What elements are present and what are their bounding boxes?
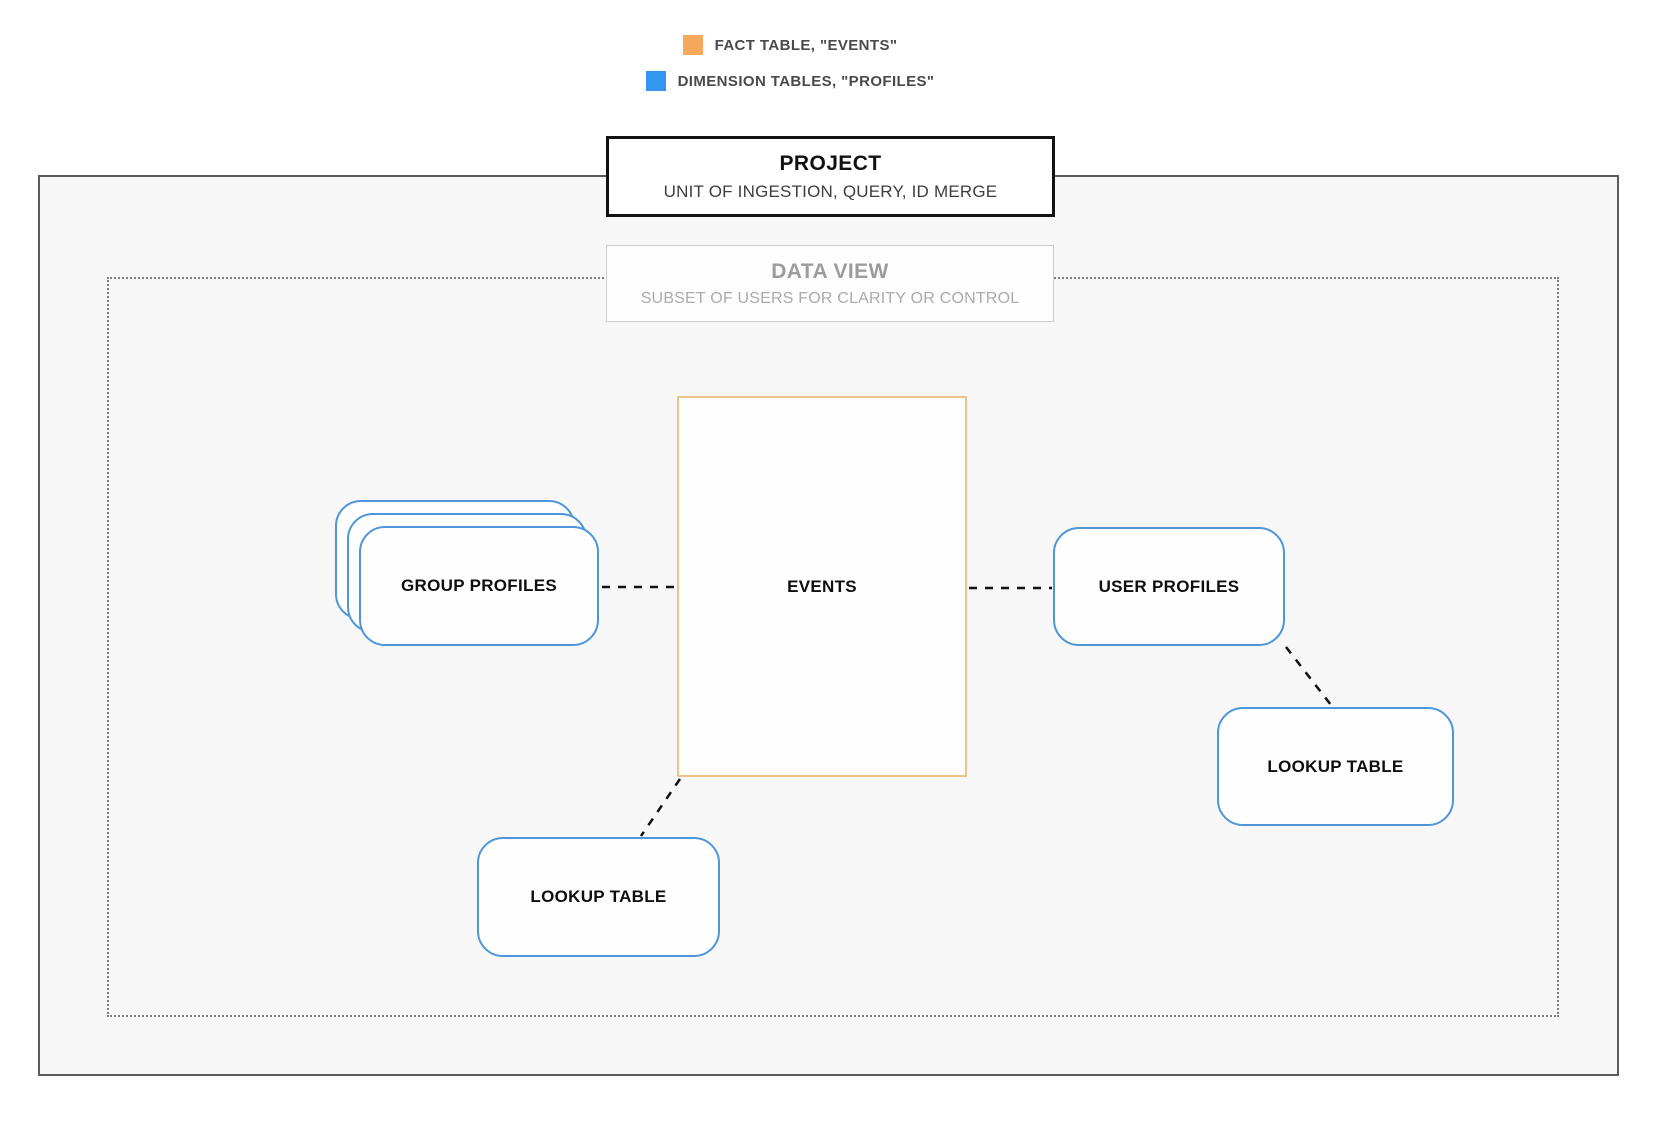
lookup-table-left-node: LOOKUP TABLE	[477, 837, 720, 957]
project-title: PROJECT	[779, 151, 882, 175]
legend-item-dimension-tables: DIMENSION TABLES, "PROFILES"	[645, 71, 935, 91]
data-view-header-box: DATA VIEW SUBSET OF USERS FOR CLARITY OR…	[606, 245, 1054, 322]
legend-item-fact-table: FACT TABLE, "EVENTS"	[682, 35, 898, 55]
dimension-tables-legend-label: DIMENSION TABLES, "PROFILES"	[677, 72, 935, 90]
data-view-title: DATA VIEW	[771, 259, 889, 283]
legend: FACT TABLE, "EVENTS" DIMENSION TABLES, "…	[540, 35, 1040, 91]
project-subtitle: UNIT OF INGESTION, QUERY, ID MERGE	[663, 181, 998, 201]
events-node: EVENTS	[677, 396, 967, 777]
dimension-tables-swatch-icon	[645, 71, 666, 91]
data-view-subtitle: SUBSET OF USERS FOR CLARITY OR CONTROL	[640, 289, 1020, 307]
user-profiles-node: USER PROFILES	[1053, 527, 1285, 646]
lookup-table-left-node-label: LOOKUP TABLE	[530, 887, 667, 906]
fact-table-swatch-icon	[682, 35, 703, 55]
fact-table-legend-label: FACT TABLE, "EVENTS"	[714, 36, 898, 54]
lookup-table-right-node: LOOKUP TABLE	[1217, 707, 1454, 826]
user-profiles-node-label: USER PROFILES	[1098, 576, 1240, 596]
group-profiles-node: GROUP PROFILES	[359, 526, 599, 646]
lookup-table-right-node-label: LOOKUP TABLE	[1267, 756, 1404, 776]
group-profiles-node-label: GROUP PROFILES	[401, 576, 557, 595]
events-node-label: EVENTS	[787, 576, 857, 596]
project-header-box: PROJECT UNIT OF INGESTION, QUERY, ID MER…	[606, 136, 1055, 217]
